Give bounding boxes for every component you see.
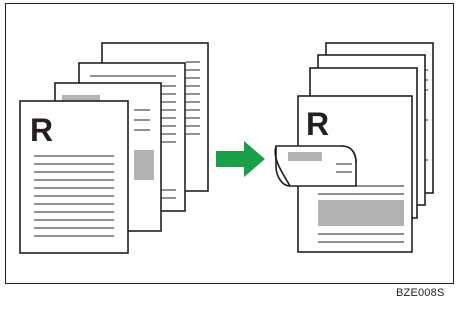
left-sheet-letter: R	[30, 112, 53, 148]
right-arrow	[216, 141, 265, 177]
right-sheet-1-shade-block	[318, 200, 404, 226]
flap-shade	[288, 152, 322, 161]
folded-flap	[274, 145, 357, 187]
left-sheet-2-shade	[62, 95, 100, 104]
figure-code: BZE008S	[396, 287, 445, 299]
left-sheet-1	[19, 100, 129, 254]
left-sheet-2-shade-block	[134, 150, 154, 180]
right-sheet-letter: R	[306, 106, 329, 142]
